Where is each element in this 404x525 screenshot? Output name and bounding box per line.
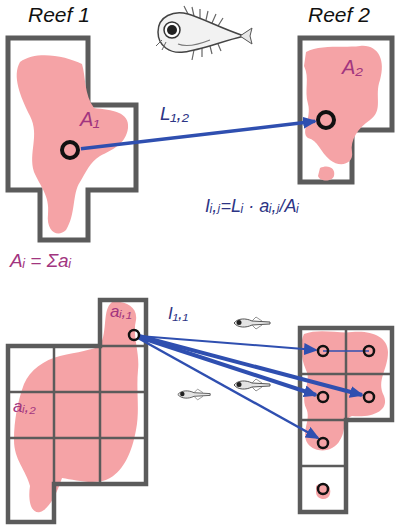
reef-region: Reef 2 A₂ xyxy=(296,2,396,186)
reef-region-shape xyxy=(300,38,392,182)
habitat-patch-shape xyxy=(17,55,128,233)
grid-cell: aᵢ,₁ xyxy=(100,300,146,346)
formula: Iᵢ,ⱼ=Lᵢ · aᵢ,ⱼ/Aᵢ xyxy=(205,196,299,217)
area-label: aᵢ,₁ xyxy=(110,302,132,322)
grid-cell: aᵢ,₂ xyxy=(8,392,54,438)
label-holder: L₁,₂ xyxy=(160,103,189,125)
small-larvae xyxy=(178,317,270,400)
reef-region: Reef 1 A₁ xyxy=(6,2,140,244)
area-label: A₂ xyxy=(342,56,363,79)
label-holder: Iᵢ,ⱼ=Lᵢ · aᵢ,ⱼ/Aᵢ xyxy=(205,196,299,217)
dispersal-arrows xyxy=(138,336,369,438)
reef-region-shape xyxy=(8,38,136,240)
area-label: aᵢ,₂ xyxy=(13,397,36,417)
habitat-patch: A₂ xyxy=(300,42,392,180)
centroid-marker xyxy=(62,142,78,158)
settlement-points xyxy=(129,330,374,494)
label-holder: I₁,₁ xyxy=(168,304,188,324)
fish-larva xyxy=(156,6,252,60)
reef-title: Reef 2 xyxy=(308,3,370,27)
centroid-marker xyxy=(318,112,334,128)
habitat-patch-shape xyxy=(304,46,382,181)
reef-grid-2 xyxy=(300,328,392,512)
reef-grid-1 xyxy=(8,300,146,522)
edge-label: L₁,₂ xyxy=(160,103,189,125)
label-holder: Aᵢ = Σaᵢ xyxy=(10,250,71,272)
formula: Aᵢ = Σaᵢ xyxy=(10,250,71,272)
reef-title: Reef 1 xyxy=(28,3,90,27)
flux-label: I₁,₁ xyxy=(168,304,188,324)
area-label: A₁ xyxy=(80,108,100,131)
